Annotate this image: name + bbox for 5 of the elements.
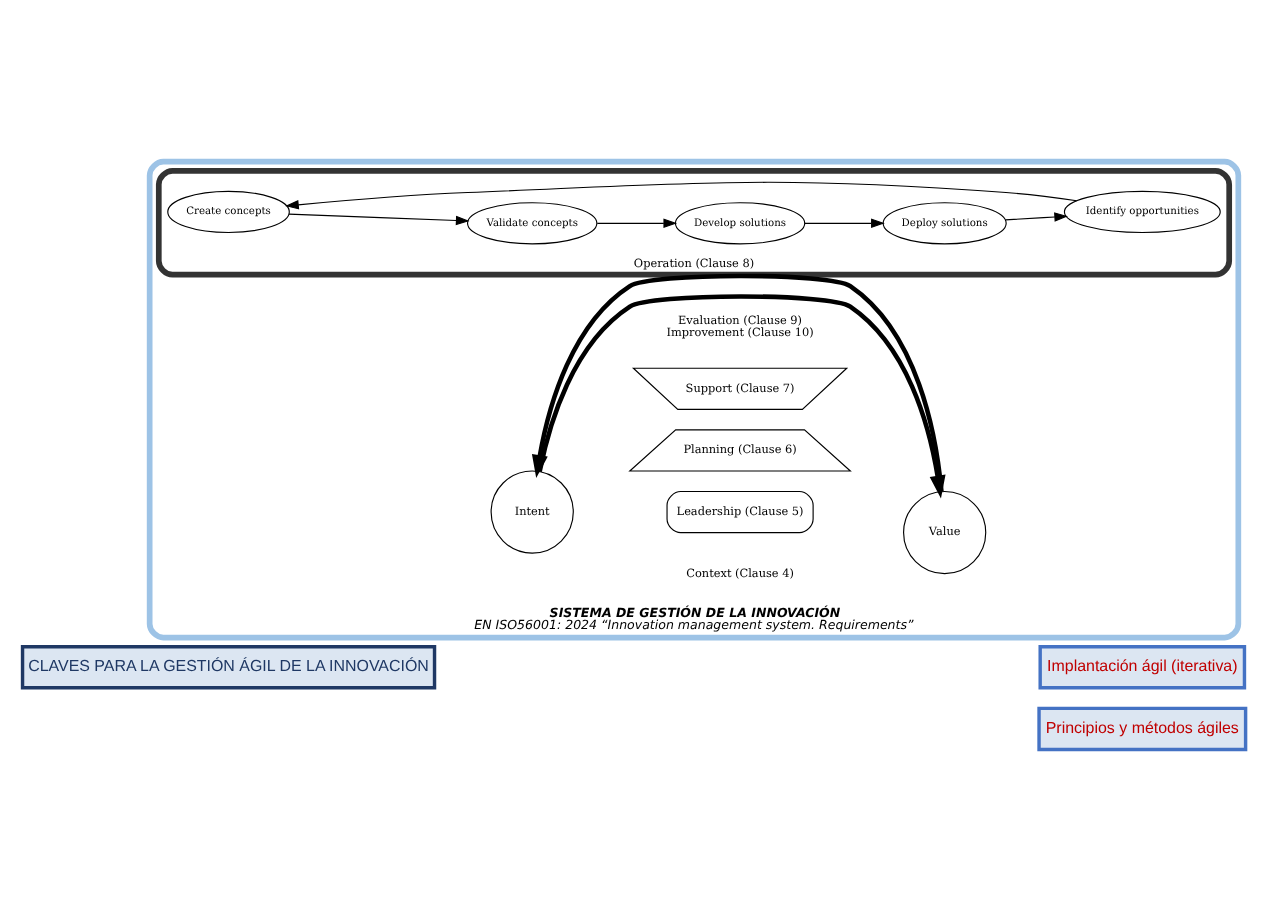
arrow — [596, 218, 678, 229]
arrow — [288, 213, 470, 226]
arrow — [285, 181, 1078, 210]
arrow — [1004, 212, 1069, 222]
arrow — [804, 218, 885, 229]
